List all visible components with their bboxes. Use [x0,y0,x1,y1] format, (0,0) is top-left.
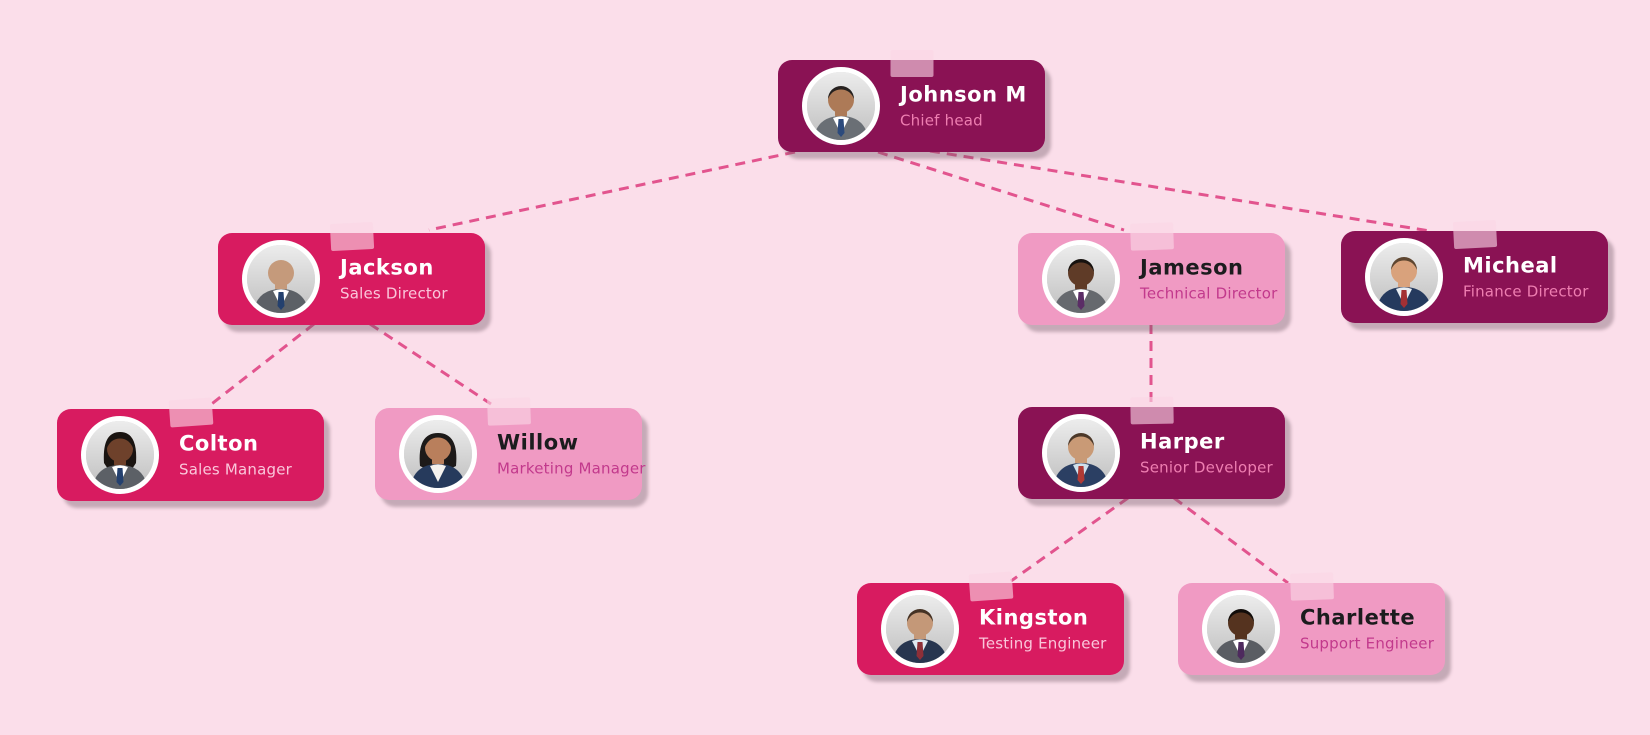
node-text: Jameson Technical Director [1140,255,1278,302]
person-name: Willow [497,430,579,455]
person-name: Colton [179,431,259,456]
person-title: Chief head [900,111,983,130]
node-text: Charlette Support Engineer [1300,605,1434,652]
node-text: Willow Marketing Manager [497,430,646,478]
avatar [1365,238,1443,316]
tape-decoration [329,221,374,252]
connector-johnson-jackson [428,150,796,232]
org-node-micheal[interactable]: Micheal Finance Director [1341,219,1608,323]
connector-jackson-colton [208,322,315,408]
connector-harper-charlette [1173,496,1289,585]
node-text: Harper Senior Developer [1140,429,1273,476]
tape-decoration [1129,222,1174,251]
person-name: Charlette [1300,605,1416,630]
person-title: Finance Director [1463,282,1589,301]
person-title: Testing Engineer [979,634,1107,653]
tape-decoration [486,397,531,426]
connector-harper-kingston [1010,496,1129,583]
person-name: Micheal [1463,253,1558,278]
person-name: Jackson [340,255,434,280]
node-text: Micheal Finance Director [1463,253,1589,300]
org-node-harper[interactable]: Harper Senior Developer [1018,396,1285,499]
node-text: Jackson Sales Director [340,255,448,302]
connector-johnson-micheal [929,149,1431,233]
avatar [1202,590,1280,668]
node-text: Colton Sales Manager [179,431,292,478]
tape-decoration [1452,219,1497,250]
person-name: Jameson [1140,255,1244,280]
org-node-colton[interactable]: Colton Sales Manager [57,397,324,501]
avatar [399,415,477,493]
org-node-kingston[interactable]: Kingston Testing Engineer [857,571,1124,675]
avatar [242,240,320,318]
node-text: Kingston Testing Engineer [979,605,1107,652]
tape-decoration [968,571,1013,602]
org-node-johnson[interactable]: Johnson M Chief head [778,50,1045,152]
person-title: Support Engineer [1300,634,1435,653]
person-title: Sales Manager [179,460,293,479]
connector-jackson-willow [369,322,492,406]
avatar [1042,240,1120,318]
tape-decoration [890,50,933,77]
connector-johnson-jameson [877,150,1125,232]
person-title: Senior Developer [1140,458,1273,477]
org-node-charlette[interactable]: Charlette Support Engineer [1178,572,1445,675]
org-node-jackson[interactable]: Jackson Sales Director [218,221,485,325]
org-node-willow[interactable]: Willow Marketing Manager [375,397,646,500]
person-title: Technical Director [1140,284,1278,303]
person-title: Marketing Manager [497,459,646,478]
avatar [881,590,959,668]
tape-decoration [1289,572,1334,601]
tape-decoration [168,397,213,428]
person-name: Johnson M [900,82,1027,107]
tape-decoration [1129,396,1174,425]
org-node-jameson[interactable]: Jameson Technical Director [1018,222,1285,325]
person-name: Kingston [979,605,1089,630]
avatar [802,67,880,145]
node-text: Johnson M Chief head [900,82,1027,129]
avatar [1042,414,1120,492]
avatar [81,416,159,494]
person-title: Sales Director [340,284,448,303]
person-name: Harper [1140,429,1225,454]
